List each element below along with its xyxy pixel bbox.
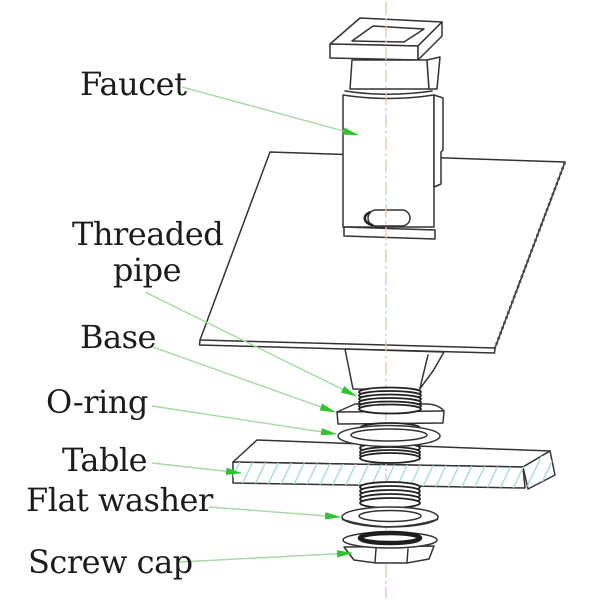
threaded-pipe-lower [359,481,421,509]
leader-screw-cap [179,550,353,563]
faucet-slot [367,209,411,227]
faucet-bottom-flange [343,226,436,240]
leader-table [151,462,242,476]
faucet-top-plate-side [417,21,443,61]
faucet-neck-side [426,56,441,90]
label-faucet: Faucet [80,65,187,103]
faucet-top-plate-front [329,43,419,61]
leader-flat-washer [208,506,341,520]
threaded-pipe [358,386,422,415]
callout-leaders [144,86,359,563]
faucet-body [329,17,444,240]
screw-cap [342,530,438,564]
label-threaded-pipe: Threaded pipe [72,215,224,289]
label-screw-cap: Screw cap [28,543,193,581]
leader-threaded-pipe [144,291,357,397]
faucet-main-body [342,94,435,228]
faucet-body-side [433,94,444,188]
label-table: Table [62,441,148,479]
leader-o-ring [151,405,337,436]
mounting-plane [198,151,567,354]
leader-faucet [181,86,359,136]
label-base: Base [80,318,156,356]
leader-base [149,345,336,413]
faucet-neck [349,59,430,90]
label-flat-washer: Flat washer [26,481,213,519]
faucet-lower-block [344,348,445,391]
flat-washer [341,506,439,528]
label-o-ring: O-ring [46,383,148,421]
o-ring [337,424,441,448]
